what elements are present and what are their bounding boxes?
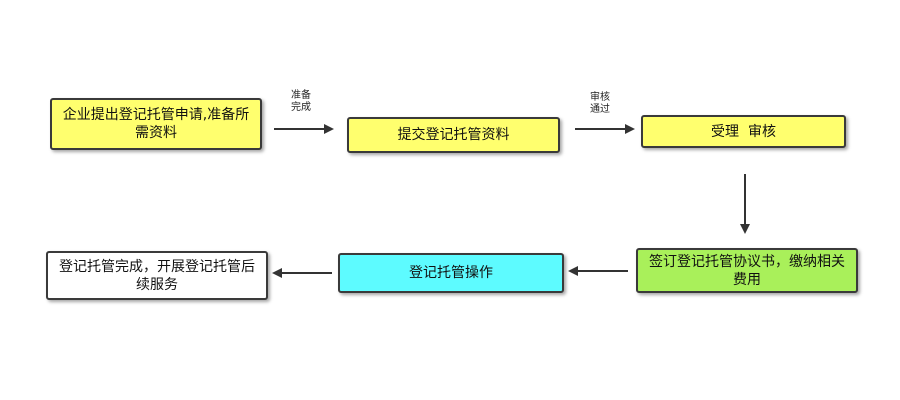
step-operation-text: 登记托管操作 <box>409 265 493 281</box>
step-agreement-text: 签订登记托管协议书，缴纳相关费用 <box>649 253 845 288</box>
step-apply-text: 企业提出登记托管申请,准备所需资料 <box>62 107 250 141</box>
arrow-label-approved-line2: 通过 <box>590 104 610 115</box>
step-review-text: 受理 审核 <box>711 123 776 140</box>
arrow-label-ready-line2: 完成 <box>291 102 311 113</box>
step-submit-text: 提交登记托管资料 <box>397 127 510 143</box>
arrow-label-approved-line1: 审核 <box>590 92 610 103</box>
arrow-label-approved: 审核 通过 <box>580 92 620 116</box>
arrow-label-ready-line1: 准备 <box>291 90 311 101</box>
arrow-label-ready: 准备 完成 <box>281 90 321 114</box>
step-review-box: 受理 审核 <box>641 115 846 148</box>
step-complete-box: 登记托管完成，开展登记托管后续服务 <box>46 251 268 300</box>
step-apply-box: 企业提出登记托管申请,准备所需资料 <box>50 98 262 150</box>
step-operation-box: 登记托管操作 <box>338 253 564 293</box>
step-complete-text: 登记托管完成，开展登记托管后续服务 <box>59 258 255 293</box>
step-submit-box: 提交登记托管资料 <box>347 117 560 153</box>
step-agreement-box: 签订登记托管协议书，缴纳相关费用 <box>636 248 858 293</box>
